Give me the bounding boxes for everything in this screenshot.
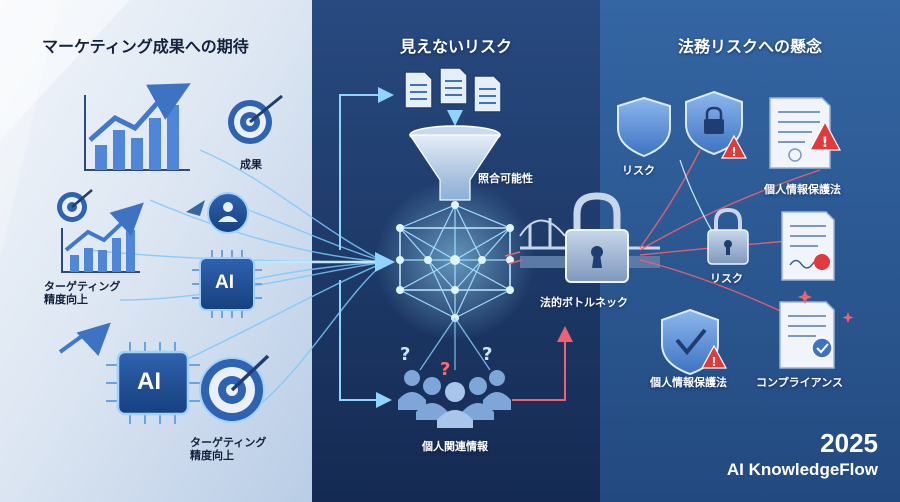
shield-icon [617, 96, 671, 158]
svg-text:?: ? [482, 344, 492, 365]
legal-bottleneck-label: 法的ボトルネック [540, 296, 628, 309]
certificate-icon [781, 211, 835, 281]
user-badge-icon [186, 192, 249, 234]
targeting-accuracy-label: ターゲティング 精度向上 [190, 436, 267, 463]
svg-text:!: ! [731, 145, 736, 159]
question-mark-icon: ? ? ? [400, 344, 492, 380]
svg-text:!: ! [822, 135, 828, 151]
targeting-accuracy-label: ターゲティング 精度向上 [44, 280, 121, 307]
target-icon [199, 354, 270, 423]
target-icon [228, 94, 283, 144]
padlock-icon [565, 192, 629, 283]
certificate-icon [779, 301, 835, 369]
funnel-icon [408, 125, 502, 201]
ai-chip-label: AI [215, 272, 234, 293]
right-section-title: 法務リスクへの懸念 [677, 37, 823, 56]
document-icon [473, 75, 502, 113]
document-icon [404, 71, 433, 109]
bar-chart-icon [84, 83, 191, 171]
compliance-label: コンプライアンス [756, 376, 844, 389]
warning-icon: ! [700, 344, 728, 369]
svg-text:!: ! [711, 355, 716, 369]
personal-related-info-label: 個人関連情報 [422, 440, 488, 453]
svg-text:?: ? [440, 359, 450, 380]
outcome-label: 成果 [240, 158, 262, 171]
warning-icon: ! [808, 120, 842, 151]
ai-chip-label: AI [137, 368, 161, 395]
bar-chart-icon [61, 202, 144, 273]
people-group-icon [398, 370, 511, 428]
neural-network-icon [396, 201, 514, 322]
padlock-icon [707, 207, 749, 265]
left-section-title: マーケティング成果への期待 [42, 37, 249, 56]
svg-text:?: ? [400, 344, 410, 365]
shield-check-icon [661, 308, 719, 376]
footer-brand: AI KnowledgeFlow [726, 460, 878, 479]
shield-lock-icon [685, 90, 743, 156]
ai-chip-icon [106, 342, 200, 424]
footer-year: 2025 [820, 428, 878, 458]
ai-chip-icon [192, 250, 262, 318]
risk-label: リスク [710, 272, 743, 285]
document-icon [439, 67, 468, 105]
target-icon [57, 189, 93, 222]
privacy-law-label: 個人情報保護法 [650, 376, 727, 389]
warning-icon: ! [720, 134, 748, 159]
risk-label: リスク [622, 164, 655, 177]
data-flow-lines [89, 149, 386, 421]
matchability-label: 照合可能性 [478, 172, 533, 185]
trend-arrow-icon [58, 322, 111, 357]
privacy-law-label: 個人情報保護法 [764, 183, 841, 196]
middle-section-title: 見えないリスク [399, 37, 513, 56]
right-panel [600, 0, 900, 502]
